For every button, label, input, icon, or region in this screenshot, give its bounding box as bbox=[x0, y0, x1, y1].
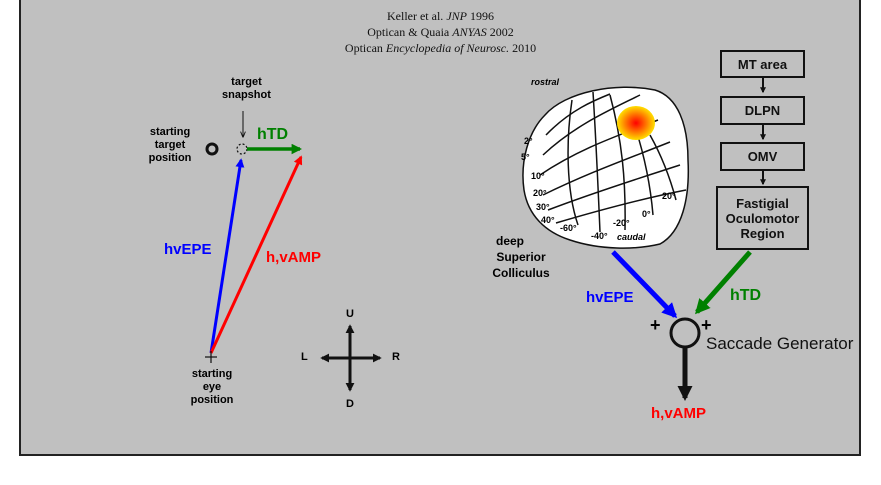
compass-arrows bbox=[320, 324, 382, 392]
saccade-generator-node bbox=[669, 317, 701, 349]
sc-hvEPE-arrow bbox=[611, 250, 678, 319]
hvAMP-label: h,vAMP bbox=[266, 249, 322, 266]
amplitude-30: 30° bbox=[536, 202, 550, 212]
plus-left: + bbox=[650, 315, 661, 335]
reference-1: Keller et al. JNP 1996 bbox=[387, 9, 494, 23]
direction-minus60: -60° bbox=[560, 223, 577, 233]
compass-left-label: L bbox=[301, 351, 308, 363]
pathway-hvEPE-label: hvEPE bbox=[586, 289, 634, 306]
pathway-hTD-label: hTD bbox=[730, 287, 762, 304]
saccade-generator-label: Saccade Generator bbox=[706, 334, 854, 353]
hvEPE-label: hvEPE bbox=[164, 241, 212, 258]
amplitude-10: 10° bbox=[531, 171, 545, 181]
plus-right: + bbox=[701, 315, 712, 335]
reference-list: Keller et al. JNP 1996 Optican & Quaia A… bbox=[0, 8, 881, 56]
starting-target-marker bbox=[205, 142, 219, 156]
output-hvAMP-label: h,vAMP bbox=[651, 405, 707, 422]
direction-minus20: -20° bbox=[613, 218, 630, 228]
compass-right-label: R bbox=[392, 351, 400, 363]
amplitude-2: 2° bbox=[524, 136, 533, 146]
box-omv: OMV bbox=[720, 142, 805, 171]
reference-3: Optican Encyclopedia of Neurosc. 2010 bbox=[344, 41, 537, 55]
hvEPE-arrow bbox=[209, 158, 245, 354]
amplitude-5: 5° bbox=[521, 152, 530, 162]
box-mt-area: MT area bbox=[720, 50, 805, 78]
box-dlpn: DLPN bbox=[720, 96, 805, 125]
amplitude-40: 40° bbox=[541, 215, 555, 225]
fastigial-hTD-arrow bbox=[695, 250, 752, 315]
box-fastigial-oculomotor-region: Fastigial Oculomotor Region bbox=[716, 186, 809, 250]
starting-eye-plus bbox=[205, 351, 217, 363]
hTD-label: hTD bbox=[257, 126, 289, 143]
rostral-label: rostral bbox=[531, 77, 560, 87]
target-snapshot-marker bbox=[236, 143, 248, 155]
direction-minus40: -40° bbox=[591, 231, 608, 241]
amplitude-20: 20° bbox=[533, 188, 547, 198]
colliculus-grid bbox=[539, 91, 687, 233]
reference-2: Optican & Quaia ANYAS 2002 bbox=[367, 25, 514, 39]
hvAMP-arrow bbox=[209, 155, 303, 354]
compass-up-label: U bbox=[346, 308, 354, 320]
compass-down-label: D bbox=[346, 398, 354, 410]
direction-0: 0° bbox=[642, 209, 651, 219]
direction-20: 20° bbox=[662, 191, 676, 201]
activity-hotspot bbox=[617, 106, 655, 140]
caudal-label: caudal bbox=[617, 232, 646, 242]
